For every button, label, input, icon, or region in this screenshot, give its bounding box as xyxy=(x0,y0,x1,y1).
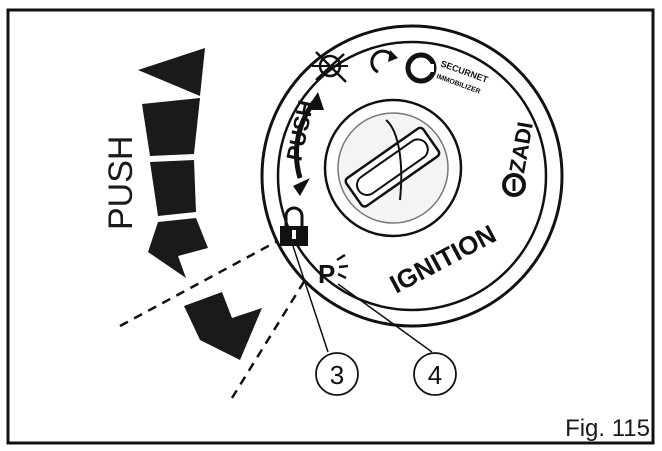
callout-4-number: 4 xyxy=(428,360,442,390)
push-arc-arrowhead-bottom xyxy=(293,178,310,196)
callout-3-number: 3 xyxy=(330,360,344,390)
push-arrow-label: PUSH xyxy=(102,136,140,230)
zadi-logo-icon xyxy=(502,173,526,197)
push-arc-arrowhead-top xyxy=(306,92,324,110)
parking-light-symbol: P xyxy=(318,259,335,289)
rotate-icon xyxy=(370,49,394,74)
lock-icon xyxy=(280,206,308,246)
callout-3-leader xyxy=(292,245,329,353)
rotate-icon-arrowhead xyxy=(388,50,398,62)
headlight-off-icon xyxy=(312,51,348,83)
push-rotation-arrow xyxy=(138,48,262,360)
dashed-guide-line-lower xyxy=(230,279,307,399)
callout-4-leader xyxy=(337,283,433,353)
callout-4-circle xyxy=(413,352,457,396)
callout-3-circle xyxy=(315,352,359,396)
key-slot xyxy=(344,126,441,208)
parking-light-rays-icon xyxy=(336,253,349,280)
securnet-logo-icon xyxy=(405,52,437,84)
figure-caption: Fig. 115 xyxy=(565,415,650,442)
key-slot-edge xyxy=(385,119,403,201)
